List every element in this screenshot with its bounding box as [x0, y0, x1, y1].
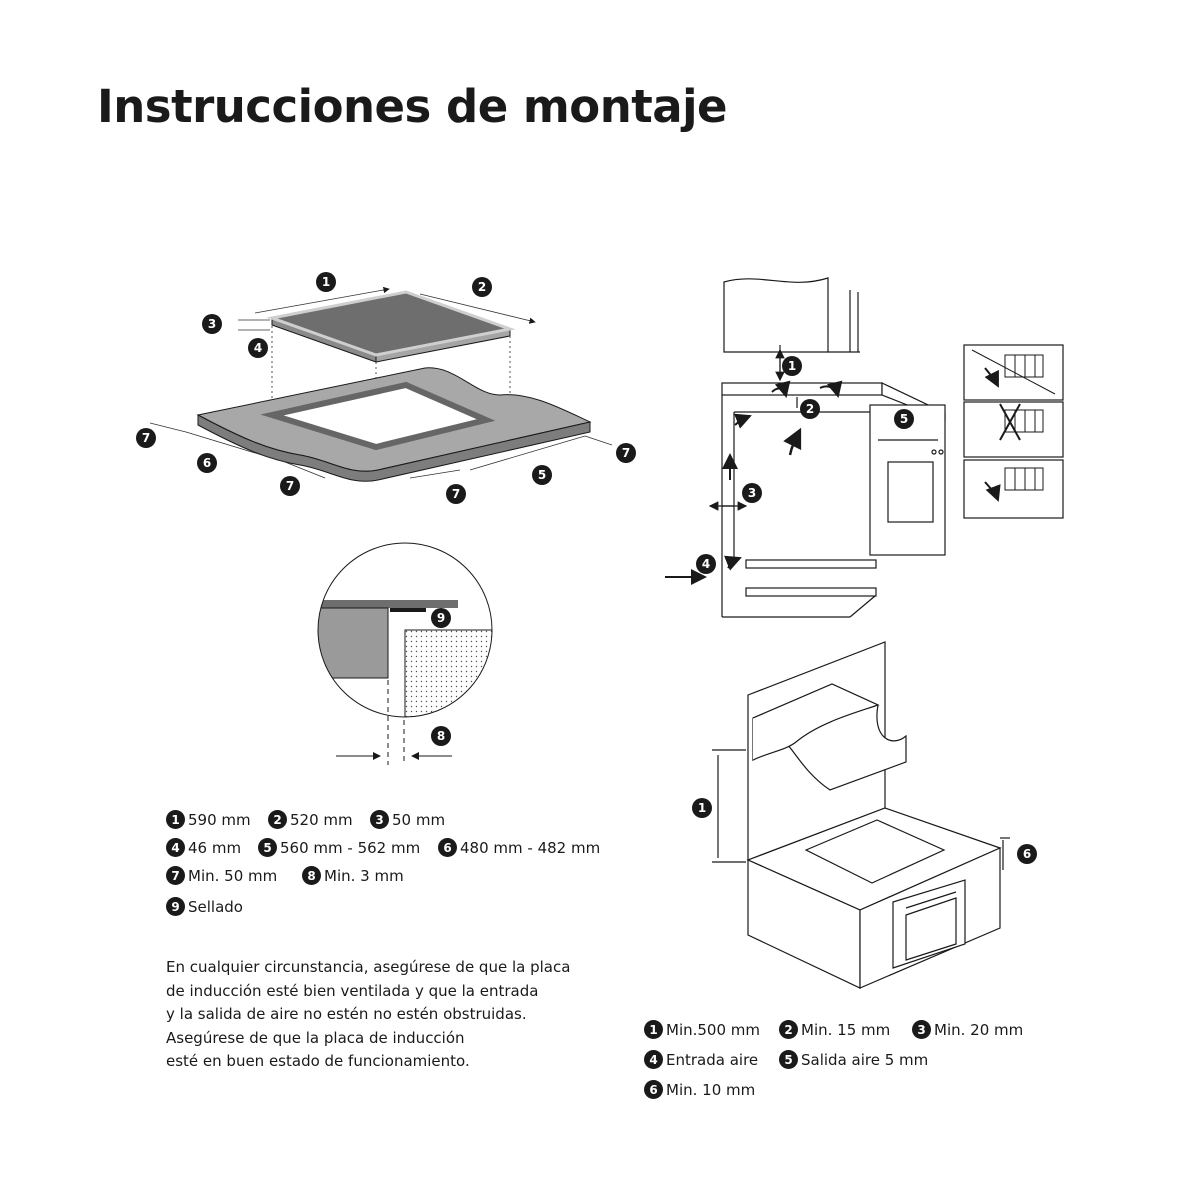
legend-text: 50 mm	[392, 810, 446, 829]
legend-number: 6	[438, 838, 457, 857]
hood-clearance-diagram: 1 6	[692, 641, 1037, 989]
svg-text:3: 3	[748, 486, 756, 500]
legend-number: 4	[644, 1050, 663, 1069]
legend-number: 8	[302, 866, 321, 885]
svg-text:1: 1	[322, 275, 330, 289]
svg-text:4: 4	[254, 341, 262, 355]
legend-text: Min.500 mm	[666, 1020, 761, 1039]
legend-text: Salida aire 5 mm	[801, 1050, 929, 1069]
svg-text:4: 4	[702, 557, 710, 571]
svg-text:7: 7	[452, 487, 460, 501]
legend-text: Min. 50 mm	[188, 866, 278, 885]
legend-text: 520 mm	[290, 810, 353, 829]
ventilation-note: En cualquier circunstancia, asegúrese de…	[166, 958, 571, 1070]
legend-number: 5	[779, 1050, 798, 1069]
ventilation-markers: 1 2 3 4 5	[696, 356, 914, 574]
sealing-detail-diagram: 9 8	[317, 542, 493, 765]
svg-text:7: 7	[142, 431, 150, 445]
svg-text:1: 1	[698, 801, 706, 815]
legend-number: 6	[644, 1080, 663, 1099]
hood-markers: 1 6	[692, 798, 1037, 864]
svg-text:8: 8	[437, 729, 445, 743]
cooktop-panel	[266, 290, 516, 363]
svg-text:9: 9	[437, 611, 445, 625]
legend-text: 46 mm	[188, 838, 242, 857]
legend-text: Sellado	[188, 897, 243, 916]
svg-text:2: 2	[478, 280, 486, 294]
legend-text: Min. 15 mm	[801, 1020, 891, 1039]
legend-number: 7	[166, 866, 185, 885]
svg-text:6: 6	[203, 456, 211, 470]
page-title: Instrucciones de montaje	[97, 80, 728, 133]
legend-number: 9	[166, 897, 185, 916]
svg-text:3: 3	[208, 317, 216, 331]
svg-text:6: 6	[1023, 847, 1031, 861]
legend-number: 1	[644, 1020, 663, 1039]
legend-text: Min. 20 mm	[934, 1020, 1024, 1039]
cutout-dimension-markers: 1 2 3 4 7 6 7 7 5 7	[136, 272, 636, 504]
countertop	[196, 367, 592, 482]
svg-text:2: 2	[806, 402, 814, 416]
legend-number: 2	[779, 1020, 798, 1039]
svg-text:7: 7	[622, 446, 630, 460]
svg-text:5: 5	[900, 412, 908, 426]
legend-text: Min. 3 mm	[324, 866, 404, 885]
svg-text:5: 5	[538, 468, 546, 482]
legend-text: Entrada aire	[666, 1050, 759, 1069]
legend-number: 3	[912, 1020, 931, 1039]
ventilation-diagram: 1 2 3 4 5	[665, 277, 1064, 618]
legend-text: 560 mm - 562 mm	[280, 838, 421, 857]
legend-text: Min. 10 mm	[666, 1080, 756, 1099]
legend-number: 1	[166, 810, 185, 829]
svg-text:7: 7	[286, 479, 294, 493]
legend-text: 480 mm - 482 mm	[460, 838, 601, 857]
legend-number: 2	[268, 810, 287, 829]
legend-number: 5	[258, 838, 277, 857]
legend-text: 590 mm	[188, 810, 251, 829]
cooktop-cutout-diagram: 1 2 3 4 7 6 7 7 5 7	[136, 272, 636, 504]
ventilation-insets	[963, 344, 1064, 519]
legend-number: 3	[370, 810, 389, 829]
svg-text:1: 1	[788, 359, 796, 373]
legend-number: 4	[166, 838, 185, 857]
